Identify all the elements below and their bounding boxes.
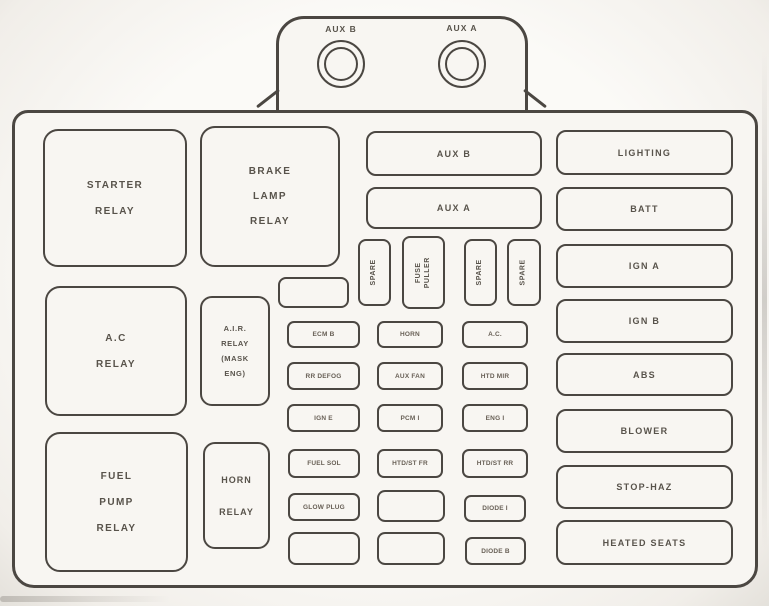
stud-label-aux-b: AUX B: [325, 24, 357, 34]
fuse-aux-a: AUX A: [366, 187, 542, 229]
starter-relay: STARTER RELAY: [43, 129, 187, 267]
fuse-ac: A.C.: [462, 321, 528, 348]
maxi-fuse-abs: ABS: [556, 353, 733, 396]
fuse-aux-fan: AUX FAN: [377, 362, 443, 390]
brake-lamp-relay-label: RELAY: [250, 216, 290, 227]
air-relay: A.I.R. RELAY (MASK ENG): [200, 296, 270, 406]
air-relay-label: (MASK: [221, 354, 249, 363]
maxi-fuse-ign-a: IGN A: [556, 244, 733, 288]
spare-fuse-label: SPARE: [476, 259, 484, 286]
ac-relay-label: RELAY: [96, 358, 136, 370]
brake-lamp-relay-label: LAMP: [253, 191, 287, 202]
spare-fuse-label: SPARE: [370, 259, 378, 286]
fuel-pump-relay-label: RELAY: [96, 522, 137, 534]
fuse-htd-mir: HTD MIR: [462, 362, 528, 390]
horn-relay: HORN RELAY: [203, 442, 270, 549]
brake-lamp-relay: BRAKE LAMP RELAY: [200, 126, 340, 267]
spare-fuse: SPARE: [358, 239, 391, 306]
fuse-horn: HORN: [377, 321, 443, 348]
fuse-ecm-b: ECM B: [287, 321, 360, 348]
fuse-pcm-i: PCM I: [377, 404, 443, 432]
maxi-fuse-lighting: LIGHTING: [556, 130, 733, 175]
fuse-puller: FUSE PULLER: [402, 236, 445, 309]
fuel-pump-relay-label: FUEL: [100, 470, 133, 482]
maxi-fuse-heated-seats: HEATED SEATS: [556, 520, 733, 565]
fuse-glow-plug: GLOW PLUG: [288, 493, 360, 521]
air-relay-label: ENG): [224, 369, 246, 378]
blank-fuse-slot: [377, 532, 445, 565]
blank-fuse-slot: [278, 277, 349, 308]
blank-fuse-slot: [377, 490, 445, 522]
maxi-fuse-blower: BLOWER: [556, 409, 733, 453]
maxi-fuse-ign-b: IGN B: [556, 299, 733, 343]
air-relay-label: RELAY: [221, 339, 249, 348]
fuse-rr-defog: RR DEFOG: [287, 362, 360, 390]
fuse-eng-i: ENG I: [462, 404, 528, 432]
spare-fuse: SPARE: [464, 239, 497, 306]
starter-relay-label: RELAY: [95, 205, 135, 217]
spare-fuse-label: SPARE: [519, 259, 527, 286]
fuse-aux-b: AUX B: [366, 131, 542, 176]
ac-relay-label: A.C: [105, 332, 127, 344]
ac-relay: A.C RELAY: [45, 286, 187, 416]
fuse-diode-i: DIODE I: [464, 495, 526, 522]
blank-fuse-slot: [288, 532, 360, 565]
stud-aux-a: [438, 40, 486, 88]
spare-fuse: SPARE: [507, 239, 541, 306]
fuel-pump-relay-label: PUMP: [99, 496, 134, 508]
maxi-fuse-batt: BATT: [556, 187, 733, 231]
stud-aux-b-inner-ring: [324, 47, 358, 81]
fuse-htd-st-fr: HTD/ST FR: [377, 449, 443, 478]
fuse-fuel-sol: FUEL SOL: [288, 449, 360, 478]
stud-aux-b: [317, 40, 365, 88]
scan-artifact: [762, 50, 767, 550]
stud-label-aux-a: AUX A: [446, 23, 478, 33]
fuse-htd-st-rr: HTD/ST RR: [462, 449, 528, 478]
fuse-diode-b: DIODE B: [465, 537, 526, 565]
horn-relay-label: HORN: [221, 474, 252, 485]
fuse-ign-e: IGN E: [287, 404, 360, 432]
scan-artifact: [0, 596, 170, 602]
fuel-pump-relay: FUEL PUMP RELAY: [45, 432, 188, 572]
starter-relay-label: STARTER: [86, 179, 144, 191]
brake-lamp-relay-label: BRAKE: [248, 166, 292, 177]
air-relay-label: A.I.R.: [223, 324, 247, 333]
fuse-puller-label: FUSE PULLER: [414, 257, 431, 288]
maxi-fuse-stop-haz: STOP-HAZ: [556, 465, 733, 509]
stud-aux-a-inner-ring: [445, 47, 479, 81]
horn-relay-label: RELAY: [219, 506, 254, 517]
